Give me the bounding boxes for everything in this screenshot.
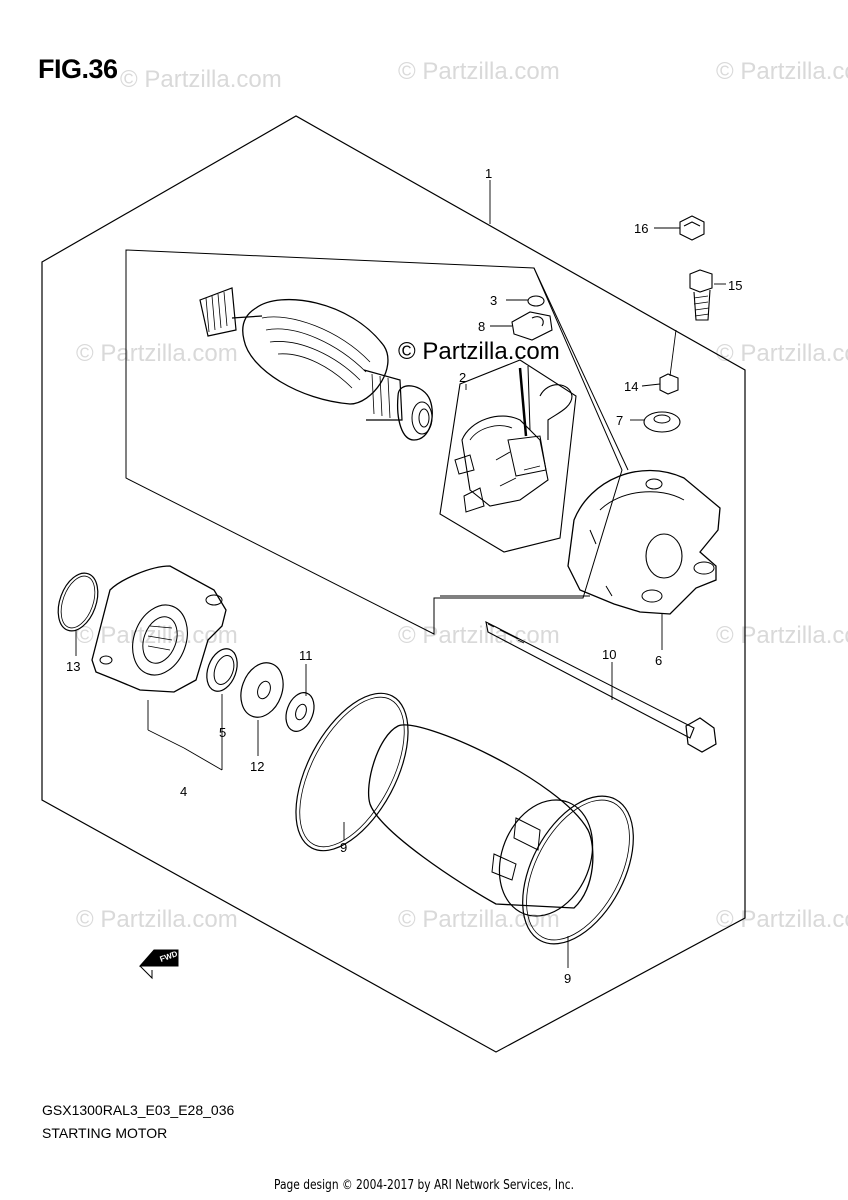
front-housing-shape — [91, 565, 227, 693]
nut-14 — [659, 373, 679, 395]
watermark: © Partzilla.com — [716, 622, 848, 649]
o-ring-9-upper — [295, 692, 409, 852]
label-4: 4 — [180, 784, 187, 799]
through-bolt-10 — [485, 620, 717, 753]
watermark: © Partzilla.com — [76, 340, 238, 367]
label-13: 13 — [66, 659, 80, 674]
brush-holder-shape — [439, 359, 577, 553]
figure-title: FIG.36 — [38, 54, 118, 84]
nut-16 — [679, 215, 705, 241]
washer-7 — [643, 411, 681, 433]
watermark: © Partzilla.com — [398, 58, 560, 85]
label-3: 3 — [490, 293, 497, 308]
o-ring-13 — [57, 572, 99, 632]
assembly-frame-outer — [41, 115, 746, 1053]
label-12: 12 — [250, 759, 264, 774]
oil-seal-5 — [206, 648, 238, 692]
model-code: GSX1300RAL3_E03_E28_036 — [42, 1102, 235, 1118]
watermark: © Partzilla.com — [76, 906, 238, 933]
label-5: 5 — [219, 725, 226, 740]
part-labels: 1 2 3 8 16 15 14 7 6 10 13 5 12 11 4 9 9 — [66, 166, 742, 986]
armature-shape — [199, 287, 433, 441]
label-2: 2 — [459, 370, 466, 385]
label-8: 8 — [478, 319, 485, 334]
watermark-center: © Partzilla.com — [398, 338, 560, 365]
bolt-15 — [689, 269, 713, 321]
label-16: 16 — [634, 221, 648, 236]
label-11: 11 — [299, 648, 313, 663]
label-14: 14 — [624, 379, 638, 394]
assembly-frame-inner — [125, 249, 623, 635]
watermark: © Partzilla.com — [398, 622, 560, 649]
label-1: 1 — [485, 166, 492, 181]
label-10: 10 — [602, 647, 616, 662]
label-9-upper: 9 — [340, 840, 347, 855]
watermark: © Partzilla.com — [716, 906, 848, 933]
o-ring-3 — [527, 295, 545, 307]
o-ring-9-lower — [522, 795, 634, 945]
watermark: © Partzilla.com — [120, 66, 282, 93]
leader-lines — [75, 180, 726, 968]
label-9-lower: 9 — [564, 971, 571, 986]
washer-12 — [240, 662, 284, 718]
bracket-8 — [511, 311, 553, 341]
page-credit: Page design © 2004-2017 by ARI Network S… — [274, 1178, 574, 1193]
end-cover-shape — [567, 469, 721, 615]
fwd-arrow-icon — [138, 949, 179, 980]
section-title: STARTING MOTOR — [42, 1125, 168, 1141]
watermark: © Partzilla.com — [716, 340, 848, 367]
label-15: 15 — [728, 278, 742, 293]
watermark: © Partzilla.com — [716, 58, 848, 85]
label-7: 7 — [616, 413, 623, 428]
washer-11 — [285, 692, 315, 732]
label-6: 6 — [655, 653, 662, 668]
